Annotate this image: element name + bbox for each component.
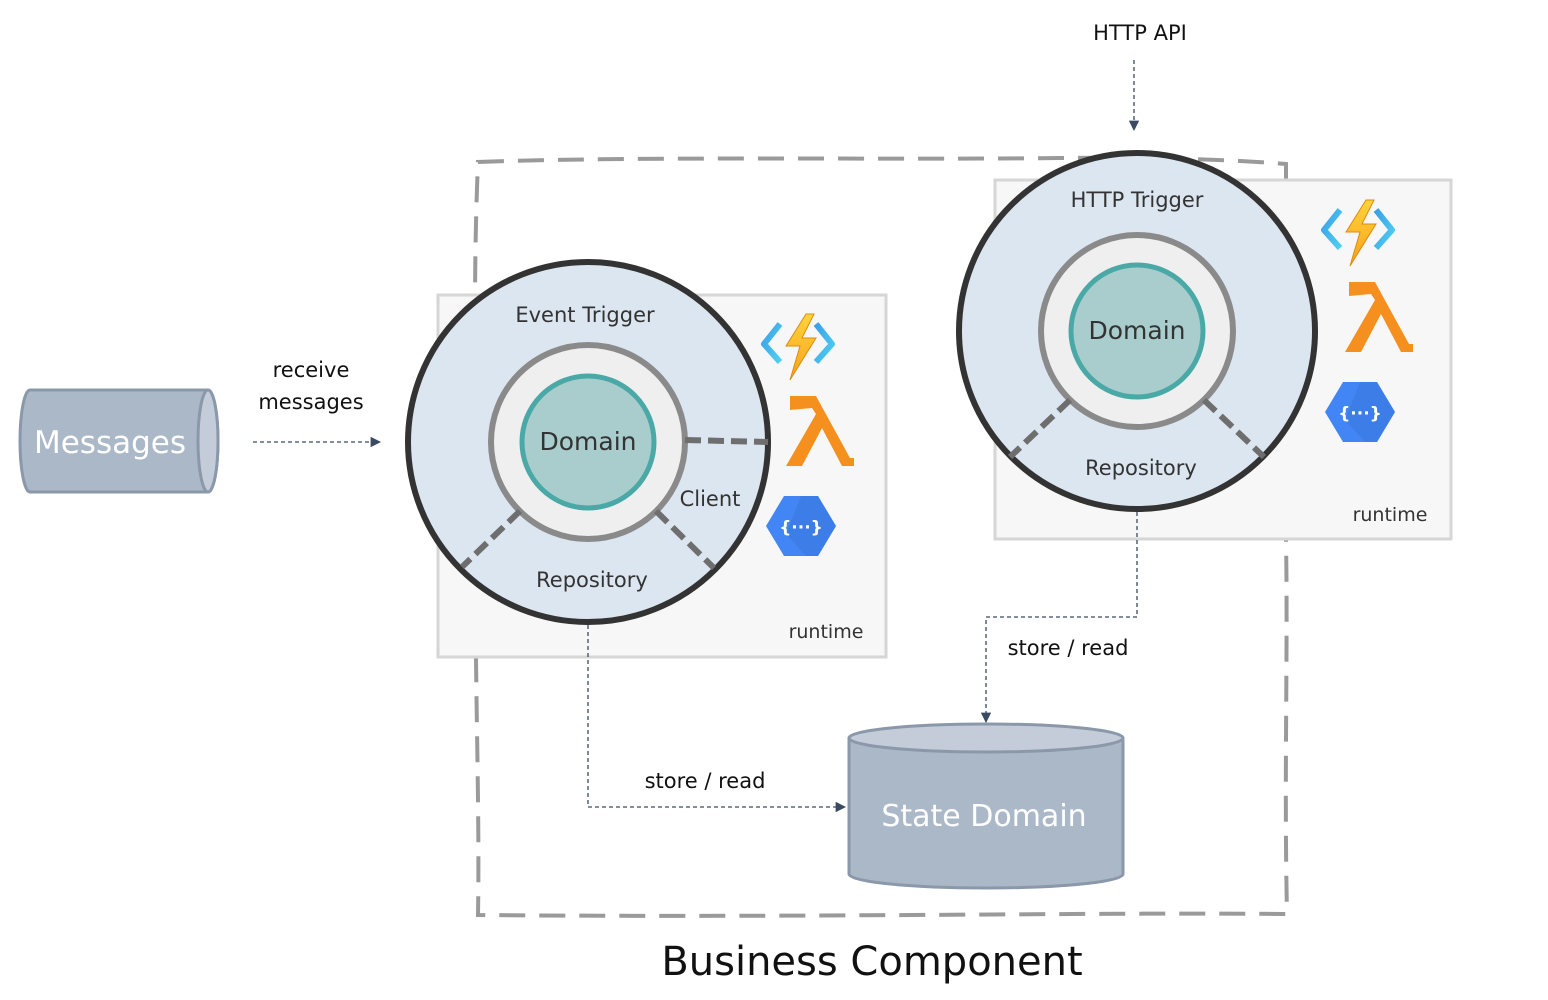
- svg-text:{···}: {···}: [779, 518, 823, 538]
- event-domain-label: Domain: [539, 427, 636, 456]
- http-api-label: HTTP API: [1093, 21, 1187, 45]
- svg-text:{···}: {···}: [1338, 404, 1382, 424]
- event-store-arrow: [587, 625, 847, 813]
- receive-label-line1: receive: [273, 358, 350, 382]
- http-runtime-label: runtime: [1353, 504, 1428, 526]
- gcp-cloud-functions-icon: {···}: [1325, 382, 1395, 442]
- http-trigger-label: HTTP Trigger: [1071, 188, 1204, 212]
- store-read-left-label: store / read: [645, 769, 766, 793]
- event-repository-label: Repository: [536, 568, 648, 592]
- aws-lambda-icon: [1345, 282, 1413, 352]
- event-client-label: Client: [680, 487, 741, 511]
- event-trigger-component: Event Trigger Domain Client Repository: [405, 259, 771, 625]
- state-domain-label: State Domain: [881, 799, 1086, 834]
- store-read-right-label: store / read: [1008, 636, 1129, 660]
- business-component-label: Business Component: [661, 939, 1082, 985]
- http-repo-divider-right: [1201, 397, 1267, 460]
- state-domain-database: State Domain: [847, 722, 1125, 890]
- http-domain-label: Domain: [1088, 316, 1185, 345]
- event-trigger-label: Event Trigger: [515, 303, 655, 327]
- http-repo-divider-left: [1007, 397, 1073, 460]
- http-store-arrow: [980, 512, 1138, 724]
- http-trigger-component: HTTP Trigger Domain Repository: [956, 150, 1318, 512]
- http-repository-label: Repository: [1085, 456, 1197, 480]
- azure-functions-icon: [1321, 199, 1395, 267]
- event-client-divider: [684, 437, 769, 445]
- receive-label-line2: messages: [258, 390, 363, 414]
- messages-label: Messages: [34, 425, 186, 461]
- aws-lambda-icon: [786, 396, 854, 466]
- event-repo-divider-left: [459, 508, 523, 570]
- azure-functions-icon: [761, 313, 835, 381]
- gcp-cloud-functions-icon: {···}: [766, 496, 836, 556]
- event-runtime-label: runtime: [789, 621, 864, 643]
- messages-queue: Messages: [18, 388, 220, 494]
- event-repo-divider-right: [653, 508, 717, 571]
